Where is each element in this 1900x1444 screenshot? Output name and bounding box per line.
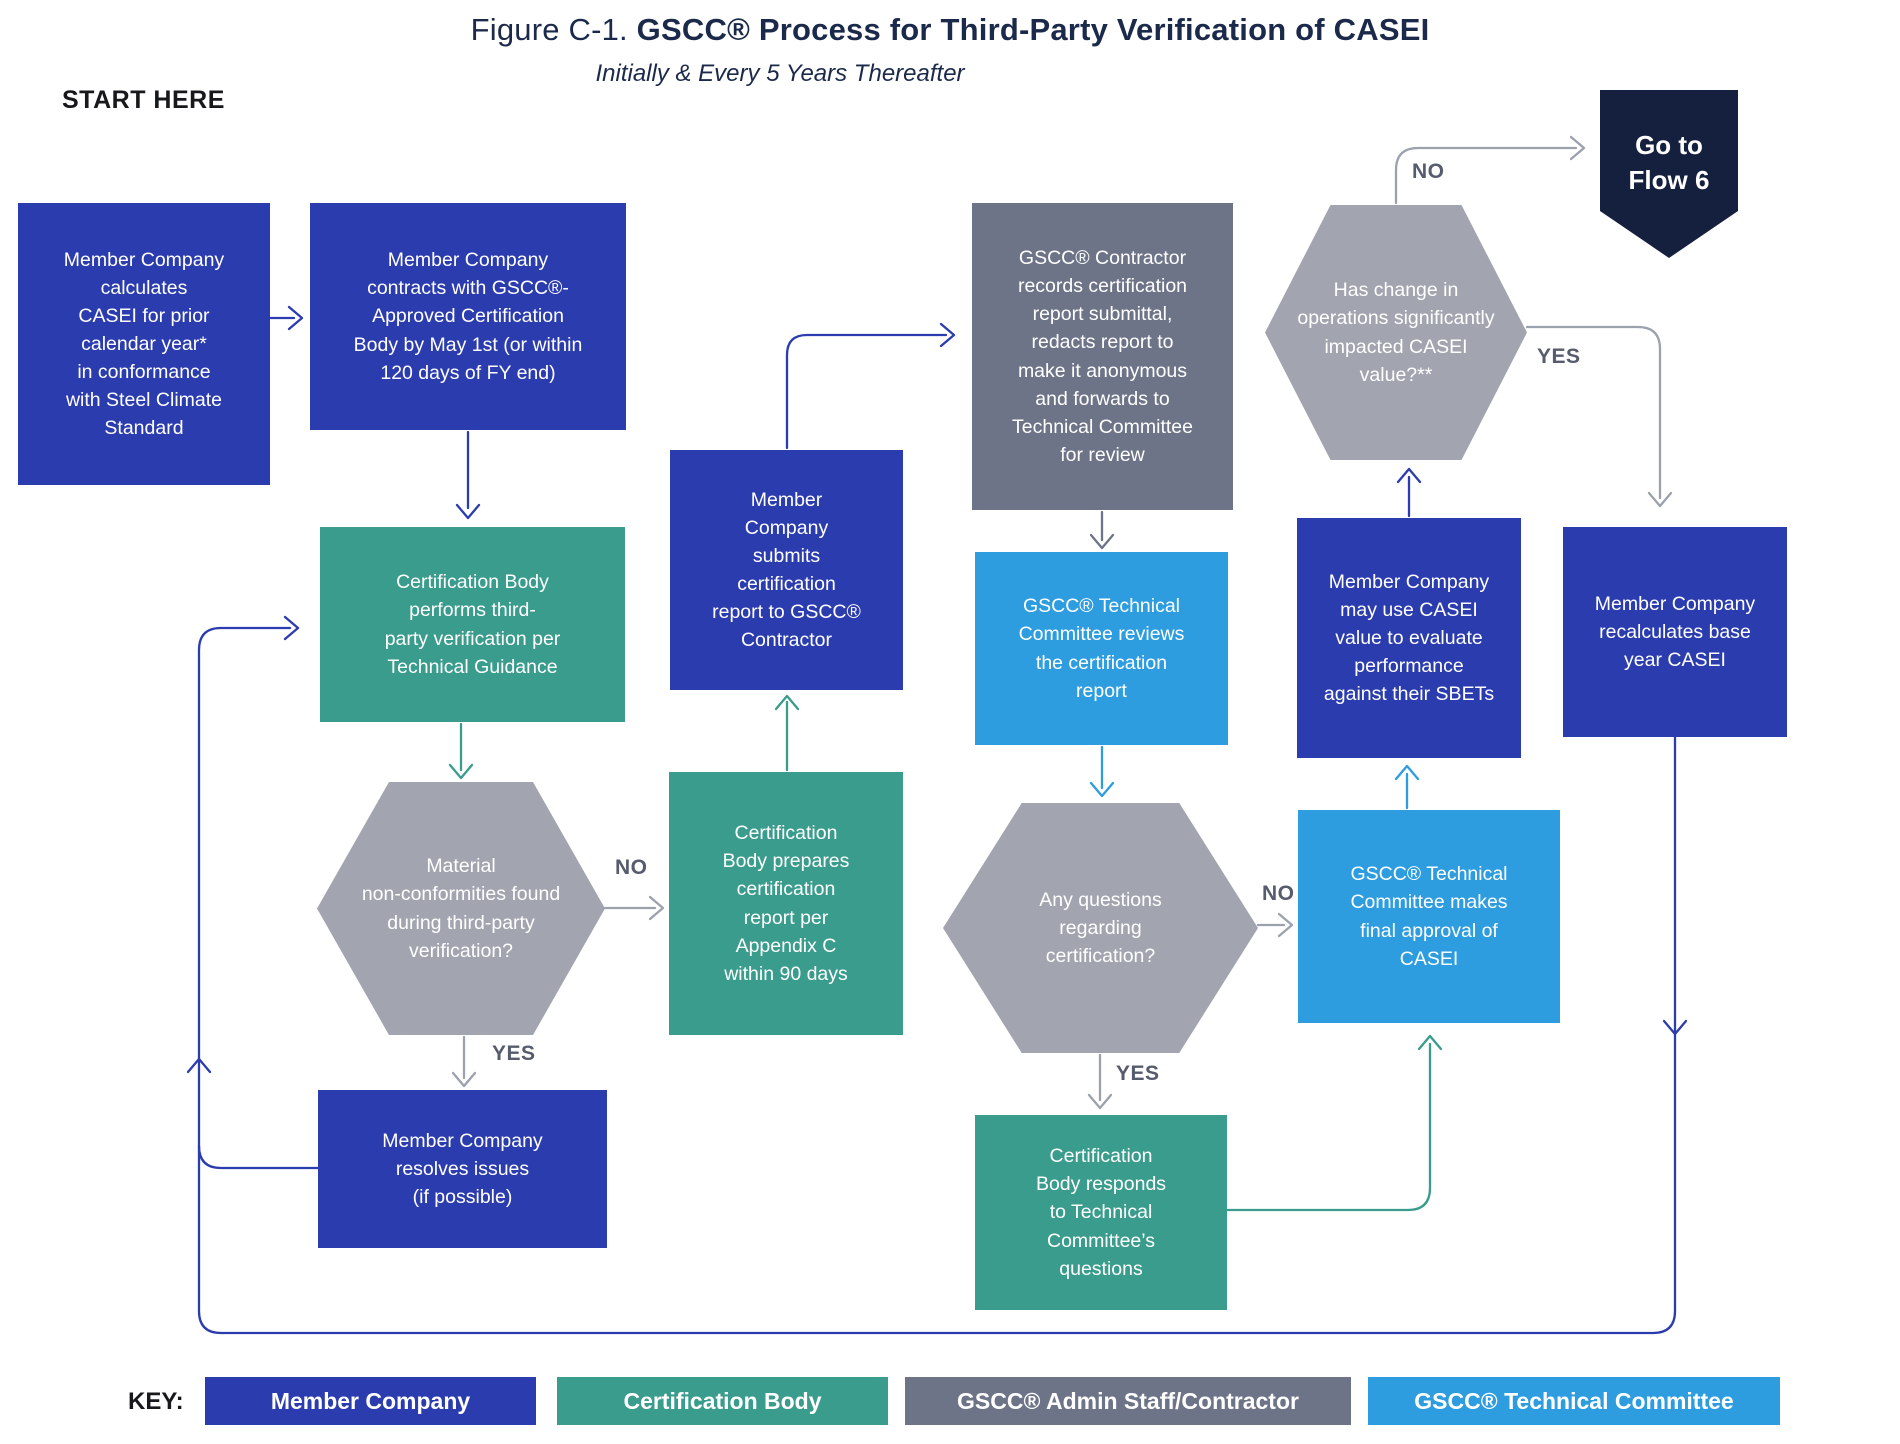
banner-line2: Flow 6 bbox=[1628, 165, 1710, 196]
node-member-use-casei-sbets: Member Company may use CASEI value to ev… bbox=[1297, 518, 1521, 758]
branch-no-label: NO bbox=[615, 856, 648, 879]
node-tc-reviews-report: GSCC® Technical Committee reviews the ce… bbox=[975, 552, 1228, 745]
decision-material-nonconformities: Material non-conformities found during t… bbox=[317, 782, 605, 1035]
branch-no-label: NO bbox=[1262, 882, 1295, 905]
page-title: Figure C-1. GSCC® Process for Third-Part… bbox=[0, 12, 1900, 48]
banner-line1: Go to bbox=[1635, 130, 1703, 160]
connector-submits-records bbox=[785, 333, 948, 450]
branch-no-label: NO bbox=[1412, 160, 1445, 183]
node-member-recalculates: Member Company recalculates base year CA… bbox=[1563, 527, 1787, 737]
figure-title: GSCC® Process for Third-Party Verificati… bbox=[636, 12, 1430, 47]
key-technical-committee: GSCC® Technical Committee bbox=[1368, 1377, 1780, 1425]
start-chevron-icon bbox=[120, 160, 166, 187]
connector-responds-approval bbox=[1225, 1042, 1432, 1212]
start-here-label: START HERE bbox=[62, 86, 225, 114]
key-certification-body: Certification Body bbox=[557, 1377, 888, 1425]
node-contractor-records: GSCC® Contractor records certification r… bbox=[972, 203, 1233, 510]
key-admin-staff-contractor: GSCC® Admin Staff/Contractor bbox=[905, 1377, 1351, 1425]
node-cb-prepares-report: Certification Body prepares certificatio… bbox=[669, 772, 903, 1035]
node-member-contracts: Member Company contracts with GSCC®- App… bbox=[310, 203, 626, 430]
node-tc-final-approval: GSCC® Technical Committee makes final ap… bbox=[1298, 810, 1560, 1023]
goto-flow6-banner: Go to Flow 6 bbox=[1600, 90, 1738, 258]
start-chevron-icon bbox=[120, 132, 166, 159]
branch-yes-label: YES bbox=[1116, 1062, 1160, 1085]
node-member-resolves-issues: Member Company resolves issues (if possi… bbox=[318, 1090, 607, 1248]
node-cb-performs-verification: Certification Body performs third- party… bbox=[320, 527, 625, 722]
node-member-calculates: Member Company calculates CASEI for prio… bbox=[18, 203, 270, 485]
node-member-submits-report: Member Company submits certification rep… bbox=[670, 450, 903, 690]
connector-resolves-loop bbox=[197, 1144, 320, 1170]
figure-number: Figure C-1. bbox=[470, 12, 637, 47]
key-member-company: Member Company bbox=[205, 1377, 536, 1425]
branch-yes-label: YES bbox=[1537, 345, 1581, 368]
branch-yes-label: YES bbox=[492, 1042, 536, 1065]
figure-subtitle: Initially & Every 5 Years Thereafter bbox=[595, 60, 965, 87]
decision-change-in-operations: Has change in operations significantly i… bbox=[1265, 205, 1527, 460]
key-label: KEY: bbox=[128, 1388, 184, 1415]
decision-any-questions: Any questions regarding certification? bbox=[943, 803, 1258, 1053]
node-cb-responds: Certification Body responds to Technical… bbox=[975, 1115, 1227, 1310]
